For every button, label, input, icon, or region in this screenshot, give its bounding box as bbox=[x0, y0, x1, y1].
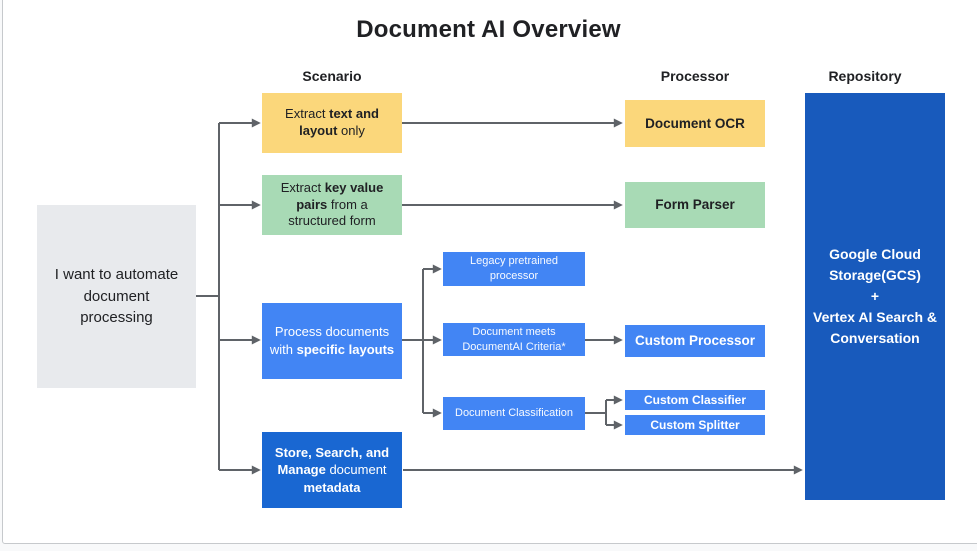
node-processor-form-parser-label: Form Parser bbox=[655, 197, 735, 213]
node-document-classification-label: Document Classification bbox=[455, 407, 573, 420]
node-processor-document-ocr-label: Document OCR bbox=[645, 115, 745, 131]
node-scenario-extract-keyvalue: Extract key value pairs from a structure… bbox=[262, 175, 402, 235]
node-legacy-pretrained-processor-label: Legacy pretrained processor bbox=[469, 255, 559, 282]
node-processor-custom-splitter: Custom Splitter bbox=[625, 415, 765, 435]
node-scenario-store-metadata: Store, Search, and Manage document metad… bbox=[262, 432, 402, 508]
node-scenario-store-metadata-label: Store, Search, and Manage document metad… bbox=[274, 444, 390, 495]
node-document-meets-criteria: Document meets DocumentAI Criteria* bbox=[443, 323, 585, 356]
node-processor-custom-processor: Custom Processor bbox=[625, 325, 765, 357]
node-processor-custom-processor-label: Custom Processor bbox=[634, 332, 756, 348]
node-processor-custom-classifier: Custom Classifier bbox=[625, 390, 765, 410]
node-intent: I want to automate document processing bbox=[37, 205, 196, 388]
column-header-scenario: Scenario bbox=[302, 68, 362, 84]
node-processor-custom-classifier-label: Custom Classifier bbox=[643, 392, 747, 407]
node-legacy-pretrained-processor: Legacy pretrained processor bbox=[443, 252, 585, 286]
column-header-processor: Processor bbox=[660, 68, 730, 84]
node-intent-label: I want to automate document processing bbox=[54, 265, 179, 327]
node-document-classification: Document Classification bbox=[443, 397, 585, 430]
node-processor-document-ocr: Document OCR bbox=[625, 100, 765, 147]
node-scenario-specific-layouts-label: Process documents with specific layouts bbox=[269, 324, 395, 357]
node-repository-label: Google Cloud Storage(GCS) + Vertex AI Se… bbox=[813, 246, 937, 346]
node-scenario-specific-layouts: Process documents with specific layouts bbox=[262, 303, 402, 379]
diagram-title: Document AI Overview bbox=[356, 16, 621, 43]
node-repository-gcs-vertex: Google Cloud Storage(GCS) + Vertex AI Se… bbox=[805, 93, 945, 500]
node-processor-custom-splitter-label: Custom Splitter bbox=[650, 417, 740, 432]
column-header-repository: Repository bbox=[828, 68, 902, 84]
node-scenario-extract-text-label: Extract text and layout only bbox=[285, 106, 379, 138]
node-scenario-extract-text: Extract text and layout only bbox=[262, 93, 402, 153]
node-document-meets-criteria-label: Document meets DocumentAI Criteria* bbox=[462, 325, 566, 353]
node-processor-form-parser: Form Parser bbox=[625, 182, 765, 228]
node-scenario-extract-keyvalue-label: Extract key value pairs from a structure… bbox=[280, 179, 384, 229]
